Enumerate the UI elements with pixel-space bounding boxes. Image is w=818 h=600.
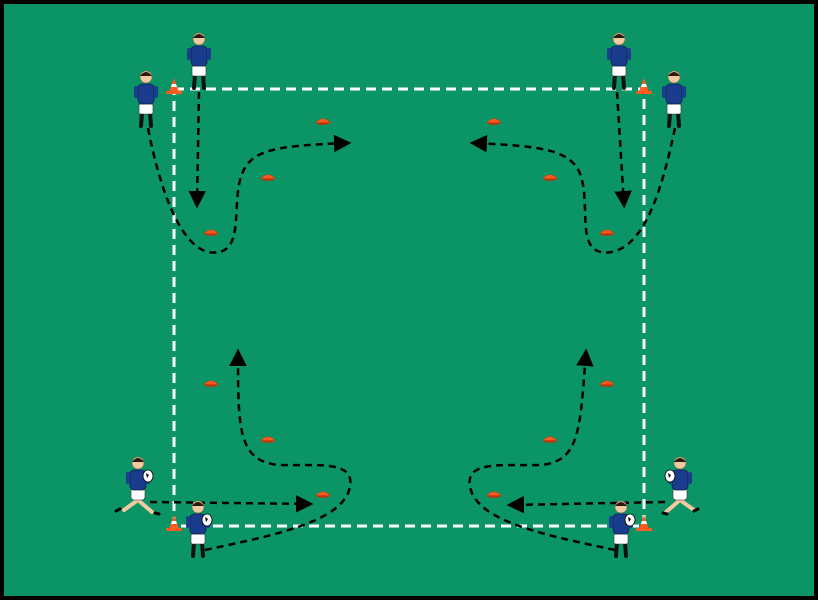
player — [186, 500, 213, 558]
corner-cone — [166, 515, 182, 531]
marker-disc — [599, 229, 615, 236]
marker-disc — [486, 118, 502, 125]
run-path-bottom-left-weave — [204, 348, 352, 552]
corner-cone — [166, 78, 182, 94]
marker-disc — [260, 174, 276, 181]
run-path-bottom-right-across — [506, 495, 666, 514]
players — [114, 32, 700, 558]
corner-cone — [636, 515, 652, 531]
marker-disc — [486, 491, 502, 498]
marker-discs — [203, 118, 615, 498]
marker-disc — [542, 436, 558, 443]
player — [609, 500, 636, 558]
corner-cones — [166, 78, 652, 531]
marker-disc — [315, 491, 331, 498]
run-path-top-right-weave — [469, 127, 677, 254]
marker-disc — [315, 118, 331, 125]
player — [187, 32, 211, 90]
run-path-bottom-right-weave — [468, 348, 616, 552]
marker-disc — [260, 436, 276, 443]
marker-disc — [203, 229, 219, 236]
player — [661, 456, 700, 516]
run-path-top-left-down — [188, 91, 206, 209]
run-path-bottom-left-across — [149, 495, 314, 513]
drill-boundary — [172, 87, 646, 528]
run-path-top-right-down — [614, 91, 632, 209]
player — [662, 70, 686, 128]
marker-disc — [599, 380, 615, 387]
corner-cone — [636, 78, 652, 94]
player — [114, 456, 161, 516]
run-paths — [146, 91, 677, 552]
marker-disc — [542, 174, 558, 181]
player — [607, 32, 631, 90]
player — [134, 70, 158, 128]
marker-disc — [203, 380, 219, 387]
